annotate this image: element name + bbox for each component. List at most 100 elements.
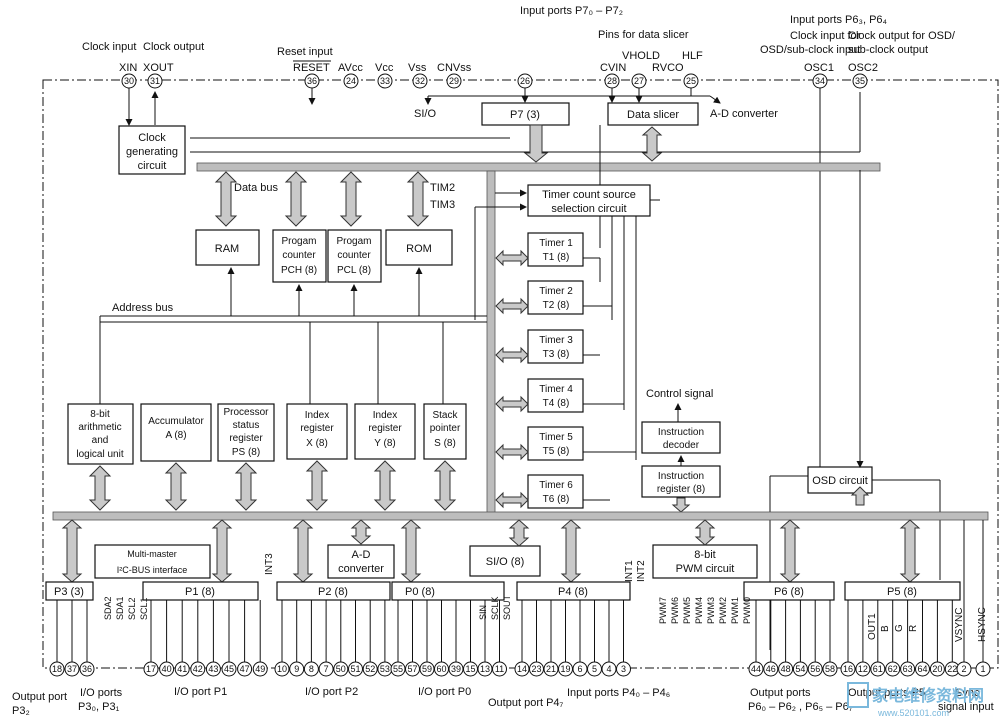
port-p0-block — [391, 581, 505, 601]
pcl-block — [327, 229, 382, 283]
bottom-pin-number: 41 — [177, 664, 187, 674]
port-p3-label: P3 (3) — [54, 586, 84, 598]
ad-converter-block — [327, 544, 395, 579]
pcl-bus-arrow — [339, 171, 363, 227]
scl1-label: SCL1 — [139, 597, 149, 620]
bottom-pin-circle — [840, 661, 856, 677]
timer-5-line-2: T5 (8) — [543, 446, 570, 457]
data-slicer-label: Data slicer — [627, 109, 679, 121]
pwm6-label: PWM6 — [670, 597, 680, 624]
index-x-line-2: register — [300, 423, 334, 434]
ps-line-4: PS (8) — [232, 447, 260, 458]
input-ports-p6-label: Input ports P6₃, P6₄ — [790, 14, 888, 26]
bottom-pin-number: 63 — [903, 664, 913, 674]
bottom-pin-circle — [975, 661, 991, 677]
top-pin-circle — [343, 73, 359, 89]
bottom-pin-circle — [492, 661, 507, 677]
bottom-pin-number: 18 — [52, 664, 62, 674]
i2c-line-1: Multi-master — [127, 549, 177, 559]
timer-4-block — [527, 378, 584, 413]
timer-5-block — [527, 426, 584, 461]
top-pin-number: 35 — [855, 76, 865, 86]
bottom-pin-number: 57 — [407, 664, 417, 674]
bottom-pin-number: 11 — [495, 664, 504, 674]
pch-bus-arrow — [284, 171, 308, 227]
p7-label: P7 (3) — [510, 109, 540, 121]
timer-source-line-2: selection circuit — [551, 203, 626, 215]
p3-output-label-1: Output port — [12, 691, 67, 703]
timer-4-line-1: Timer 4 — [539, 384, 573, 395]
port-p2-block — [276, 581, 391, 601]
tim2-label: TIM2 — [430, 182, 455, 194]
bottom-pin-circle — [333, 661, 349, 677]
bottom-pin-circle — [778, 661, 794, 677]
int1-label: INT1 — [624, 560, 635, 582]
pwm7-label: PWM7 — [658, 597, 668, 624]
tim3-label: TIM3 — [430, 199, 455, 211]
bottom-pin-circle — [915, 661, 930, 677]
bottom-pin-circle — [885, 661, 901, 677]
pins-data-slicer-label: Pins for data slicer — [598, 29, 689, 41]
watermark-url: www.520101.com — [877, 708, 949, 718]
pch-line-3: PCH (8) — [281, 265, 317, 276]
timer-2-block — [527, 280, 584, 315]
timer-1-line-1: Timer 1 — [539, 238, 573, 249]
clock-output-osd-label-1: Clock output for OSD/ — [848, 30, 956, 42]
timer-bus-arrows — [495, 249, 529, 509]
bottom-pin-circle — [348, 661, 363, 677]
sout-label: SOUT — [502, 594, 512, 620]
lower-data-bus — [52, 511, 989, 521]
i2c-signals: SDA2 SDA1 SCL2 SCL1 — [103, 596, 149, 620]
sync-bottom-label-2: signal input — [938, 701, 994, 713]
pch-line-2: counter — [282, 250, 316, 261]
scl2-label: SCL2 — [127, 597, 137, 620]
bottom-pin-number: 15 — [465, 664, 475, 674]
timer-5-line-1: Timer 5 — [539, 432, 573, 443]
watermark-text: 家电维修资料网 — [872, 686, 984, 705]
port-p2-label: P2 (8) — [318, 586, 348, 598]
clock-gen-line-2: generating — [126, 146, 178, 158]
pwm2-label: PWM2 — [718, 597, 728, 624]
address-bus-label: Address bus — [112, 302, 174, 314]
instr-dec-line-2: decoder — [663, 440, 700, 451]
stack-pointer-block — [423, 403, 467, 460]
bottom-pin-circle — [362, 661, 378, 677]
top-pin-number: 28 — [607, 76, 617, 86]
int3-label: INT3 — [264, 553, 275, 575]
pin-name-vhold: VHOLD — [622, 50, 660, 62]
rom-label: ROM — [406, 243, 432, 255]
bottom-pin-circle — [822, 661, 838, 677]
bottom-pin-circle — [929, 661, 945, 677]
bottom-pin-number: 45 — [224, 664, 234, 674]
osd-circuit-block — [807, 466, 873, 494]
bottom-pin-number: 12 — [858, 664, 868, 674]
sio-block — [469, 545, 541, 577]
bottom-pin-circle — [303, 661, 319, 677]
ps-line-3: register — [229, 433, 263, 444]
pch-line-1: Progam — [281, 236, 316, 247]
timer-source-line-1: Timer count source — [542, 189, 636, 201]
timer-1-line-2: T1 (8) — [543, 252, 570, 263]
port-p5-block — [844, 581, 961, 601]
rom-block — [385, 229, 453, 266]
pin-name-cnvss: CNVss — [437, 62, 472, 74]
r-label: R — [908, 625, 919, 632]
top-pin-number: 30 — [124, 76, 134, 86]
top-pin-circle — [852, 73, 868, 89]
timer-3-block — [527, 329, 584, 364]
slicer-bus-arrow — [641, 126, 663, 162]
p6-bottom-label-1: Output ports — [750, 687, 811, 699]
port-p6-block — [743, 581, 835, 601]
bottom-pin-circle — [49, 661, 65, 677]
index-y-block — [354, 403, 416, 460]
ram-block — [195, 229, 260, 266]
pwm4-label: PWM4 — [694, 597, 704, 624]
top-pin-number: 36 — [307, 76, 317, 86]
clock-gen-line-1: Clock — [138, 132, 166, 144]
bottom-pin-circle — [79, 661, 95, 677]
clock-generating-circuit — [118, 125, 186, 175]
top-pin-circle — [446, 73, 462, 89]
vertical-bus — [486, 170, 496, 517]
bottom-pin-number: 49 — [255, 664, 265, 674]
